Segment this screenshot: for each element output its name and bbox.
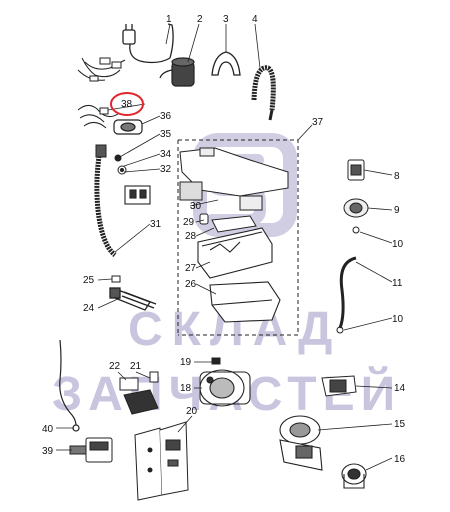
callout-38: 38 xyxy=(121,99,133,110)
leader-lines xyxy=(56,23,393,471)
callout-9: 9 xyxy=(394,205,400,216)
callout-32: 32 xyxy=(160,164,172,175)
door-lock-parts xyxy=(119,371,159,415)
door-handle-part xyxy=(321,375,357,397)
callout-1: 1 xyxy=(166,14,172,25)
callout-34: 34 xyxy=(160,149,172,160)
drain-pump-part xyxy=(279,415,323,471)
dispenser-top-part xyxy=(179,147,289,211)
callout-22: 22 xyxy=(109,361,121,372)
callout-10a: 10 xyxy=(392,239,404,250)
detergent-drawer-part xyxy=(197,227,273,279)
control-board-part xyxy=(134,421,189,501)
callout-39: 39 xyxy=(42,446,54,457)
callout-14: 14 xyxy=(394,383,406,394)
callout-10b: 10 xyxy=(392,314,404,325)
part-37-boundary xyxy=(177,124,313,336)
heater-part xyxy=(109,287,157,311)
drawer-housing-part xyxy=(209,281,281,323)
power-cord-part xyxy=(122,23,174,64)
callout-21: 21 xyxy=(130,361,142,372)
callout-18: 18 xyxy=(180,383,192,394)
callout-8: 8 xyxy=(394,171,400,182)
callout-36: 36 xyxy=(160,111,172,122)
filter-part xyxy=(159,57,195,87)
hose-part-31 xyxy=(94,144,117,257)
pump-filter-part xyxy=(341,463,367,489)
callout-30: 30 xyxy=(190,201,202,212)
callout-37: 37 xyxy=(312,117,324,128)
drain-hose-part xyxy=(251,65,276,121)
screw-part-25 xyxy=(111,275,121,283)
pump-module-part xyxy=(69,437,113,463)
callout-40: 40 xyxy=(42,424,54,435)
callout-2: 2 xyxy=(197,14,203,25)
callout-28: 28 xyxy=(185,231,197,242)
callout-3: 3 xyxy=(223,14,229,25)
pressure-tube-part xyxy=(338,256,357,329)
callout-26: 26 xyxy=(185,279,197,290)
connector-part xyxy=(113,119,143,135)
callout-25: 25 xyxy=(83,275,95,286)
lock-part-8 xyxy=(347,159,365,181)
wiring-loom-part xyxy=(77,105,119,129)
callout-29: 29 xyxy=(183,217,195,228)
pressure-switch-part xyxy=(343,198,369,218)
callout-35: 35 xyxy=(160,129,172,140)
dispenser-insert-parts xyxy=(199,213,257,233)
callout-31: 31 xyxy=(150,219,162,230)
bracket-part xyxy=(124,185,151,205)
callout-15: 15 xyxy=(394,419,406,430)
callout-16: 16 xyxy=(394,454,406,465)
callout-24: 24 xyxy=(83,303,95,314)
callout-20: 20 xyxy=(186,406,198,417)
callout-labels: 1 2 3 4 8 9 10 10 11 14 15 16 18 19 20 2… xyxy=(42,14,406,465)
motor-part xyxy=(199,369,251,407)
small-seal-parts xyxy=(114,154,127,175)
callout-4: 4 xyxy=(252,14,258,25)
highlight-circle xyxy=(110,92,144,116)
wiring-harness-part xyxy=(77,57,126,82)
callout-19: 19 xyxy=(180,357,192,368)
callout-11: 11 xyxy=(392,278,403,289)
callout-27: 27 xyxy=(185,263,197,274)
hose-hook-part xyxy=(211,51,241,76)
screw-part-19 xyxy=(211,357,221,365)
